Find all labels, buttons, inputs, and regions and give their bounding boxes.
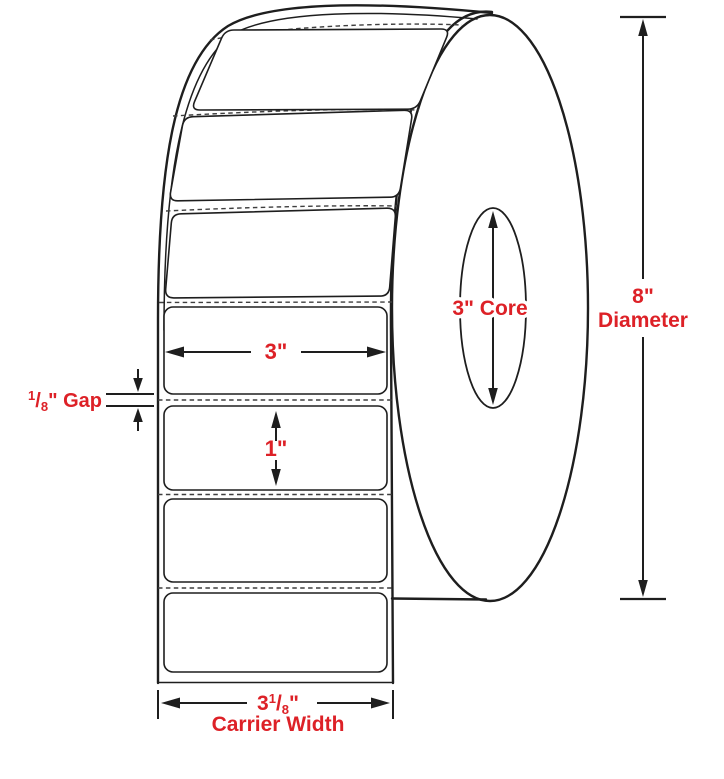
carrier-width-slash: / (276, 692, 282, 715)
label-width-dimension: 3" (165, 339, 386, 364)
gap-numerator: 1 (28, 388, 35, 403)
arrow-up-icon (133, 408, 143, 422)
perforation-line-3 (165, 205, 398, 212)
carrier-width-unit: " (289, 692, 299, 715)
label-width-text: 3" (265, 339, 288, 364)
arrow-up-icon (638, 19, 648, 36)
arrow-up-icon (271, 411, 281, 428)
label-strip (156, 4, 494, 685)
arrow-down-icon (133, 378, 143, 392)
diameter-value-text: 8" (632, 285, 654, 308)
label-blank-3 (164, 207, 397, 299)
roll-bottom-edge (390, 597, 488, 601)
gap-dimension: 1/8" Gap (28, 369, 154, 431)
carrier-width-denominator: 8 (282, 702, 289, 717)
label-blank-4 (163, 306, 388, 395)
gap-suffix: " Gap (48, 390, 102, 412)
carrier-width-value-text: 31/8" (257, 691, 299, 717)
arrow-down-icon (638, 580, 648, 597)
arrow-left-icon (161, 697, 180, 709)
core-size-text: 3" Core (452, 297, 527, 320)
arrow-right-icon (367, 346, 386, 358)
arrow-left-icon (165, 346, 184, 358)
carrier-width-whole: 3 (257, 692, 269, 715)
arrow-right-icon (371, 697, 390, 709)
label-blank-2 (169, 109, 413, 202)
gap-denominator: 8 (41, 399, 48, 414)
label-height-text: 1" (265, 436, 288, 461)
carrier-width-dimension: 31/8" Carrier Width (157, 690, 394, 736)
perforation-line-1 (209, 23, 463, 41)
arrow-down-icon (271, 469, 281, 486)
label-blank-6 (163, 498, 388, 583)
diameter-label-text: Diameter (598, 309, 688, 332)
label-blank-5 (163, 405, 388, 491)
core-dimension: 3" Core (449, 211, 531, 405)
label-blank-7 (163, 592, 388, 673)
arrow-down-icon (488, 388, 498, 405)
label-blank-1 (192, 28, 449, 111)
roll-diameter-dimension: 8" Diameter (598, 15, 688, 601)
arrow-up-icon (488, 211, 498, 228)
dimensions: 3" 1" 1/8" Gap 3" Core (28, 15, 688, 736)
carrier-width-label-text: Carrier Width (212, 713, 345, 736)
strip-outer-edge (156, 4, 494, 685)
carrier-width-numerator: 1 (269, 691, 276, 706)
gap-slash: / (35, 390, 41, 412)
gap-text: 1/8" Gap (28, 388, 102, 414)
label-height-dimension: 1" (265, 411, 288, 486)
